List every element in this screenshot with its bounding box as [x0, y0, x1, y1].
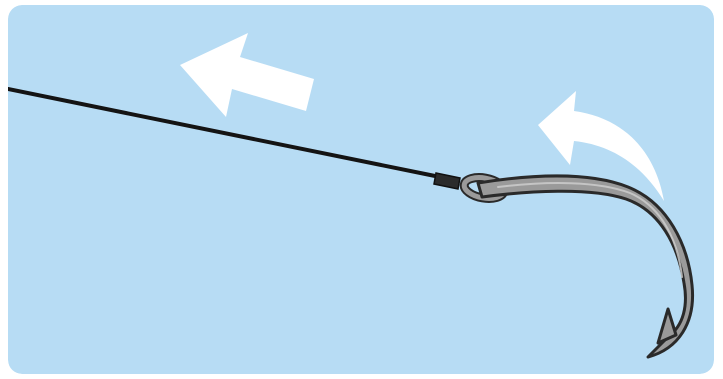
fishing-hook	[459, 173, 695, 359]
hook-illustration	[8, 5, 714, 374]
illustration-panel	[8, 5, 714, 374]
crimp-sleeve	[433, 172, 461, 190]
water-background	[8, 5, 714, 374]
fishing-line	[8, 87, 442, 179]
curved-arrow-icon	[538, 91, 664, 201]
arrow-left-icon	[180, 33, 314, 117]
